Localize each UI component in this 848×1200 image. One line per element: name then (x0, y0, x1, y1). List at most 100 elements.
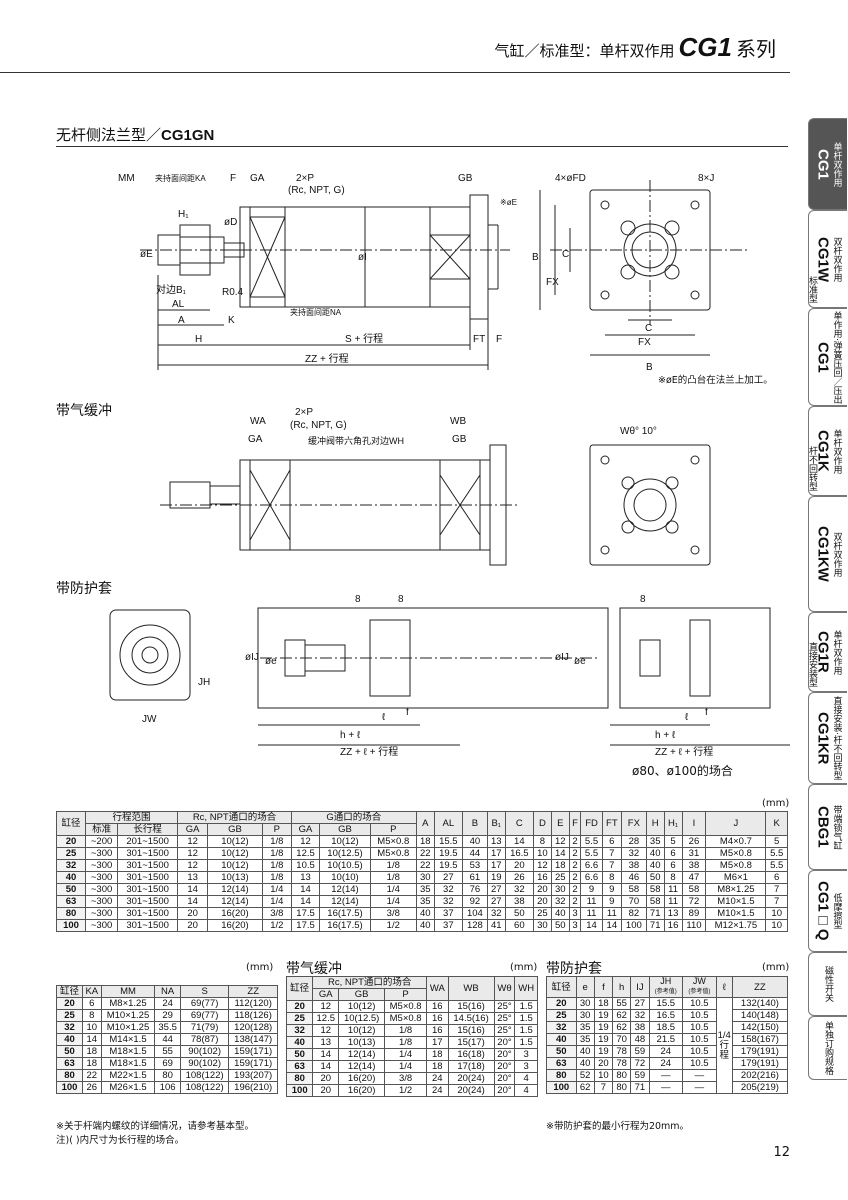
table-cell: M10×1.5 (705, 907, 767, 920)
table-cell: 9 (601, 895, 622, 908)
table-cell: 53 (461, 859, 488, 872)
dim-label: S + 行程 (345, 332, 383, 345)
table-cell: 2 (568, 835, 582, 848)
table-cell: 58 (681, 883, 707, 896)
col-header: K (765, 811, 788, 836)
table-cell: 7 (593, 1081, 614, 1094)
col-subheader: 标准 (84, 823, 119, 836)
dim-label: R0.4 (222, 287, 244, 298)
table-cell: 205(219) (731, 1081, 789, 1094)
table-cell: 20 (504, 859, 535, 872)
bore-cell: 63 (55, 1057, 84, 1070)
table-cell: 108(122) (179, 1081, 230, 1094)
col-header: G通口的场合 (290, 811, 417, 824)
table-cell: 4 (514, 1072, 538, 1085)
side-tab[interactable]: 磁性开关 (808, 952, 847, 1016)
table-cell: M10×1.25 (100, 1021, 156, 1034)
table-cell: 19 (486, 871, 506, 884)
bore-cell: 50 (285, 1048, 314, 1061)
table-cell: ~300 (84, 847, 119, 860)
col-header: JH(参考值) (648, 976, 684, 998)
table-cell: 128 (461, 919, 488, 932)
table-cell: 179(191) (731, 1057, 789, 1070)
drawing-boot: 8 8 øIJ øe JH JW ℓ f h + ℓ ZZ + ℓ + 行程 8… (109, 594, 790, 758)
dim-label: FT (473, 334, 485, 345)
table-cell: 59 (630, 1069, 650, 1082)
bore-cell: 32 (55, 1021, 84, 1034)
table-cell: 69(77) (179, 1009, 230, 1022)
table-cell: 62 (575, 1081, 595, 1094)
col-header: C (504, 811, 535, 836)
side-tab-label: 双杆双作用 (831, 236, 842, 282)
subsection-cushion-title: 带气缓冲 (56, 403, 112, 419)
table-cell: 35 (645, 835, 665, 848)
table-cell: 30 (415, 871, 435, 884)
table-cell: 10(12) (207, 859, 263, 872)
table-cell: 22 (415, 847, 435, 860)
table-cell: 5.5 (765, 859, 788, 872)
col-header: E (550, 811, 570, 836)
table-cell: 38 (681, 859, 707, 872)
table-cell: 18 (415, 835, 435, 848)
table-cell: 16(20) (207, 907, 263, 920)
boot-table-note: ※带防护套的最小行程为20mm。 (546, 1121, 690, 1132)
table-cell: 61 (461, 871, 488, 884)
bore-cell: 20 (55, 997, 84, 1010)
table-cell: 25° (493, 1000, 516, 1013)
table-cell: 1/2 (261, 919, 292, 932)
col-header: Rc, NPT通口的场合 (312, 976, 428, 989)
table-cell: M14×1.5 (100, 1033, 156, 1046)
side-tab-code: CG1KW (814, 526, 832, 582)
table-cell: 12 (550, 835, 570, 848)
table-cell: 10(12) (338, 1000, 386, 1013)
table-cell: 12(14) (338, 1060, 386, 1073)
table-cell: 60 (504, 919, 535, 932)
side-tab[interactable]: 单独订购规格 (808, 1016, 847, 1080)
side-tab-label: 单独订购规格 (823, 1021, 833, 1075)
table-cell: 38 (630, 1021, 650, 1034)
table-cell: 40 (645, 847, 665, 860)
table-cell: 1.5 (514, 1000, 538, 1013)
table-cell: 37 (433, 907, 463, 920)
table-cell: 82 (620, 907, 647, 920)
table-cell: 20 (533, 883, 552, 896)
table-cell: 3 (514, 1060, 538, 1073)
table-cell: 58 (645, 883, 665, 896)
table-cell: 10.5 (290, 859, 321, 872)
col-header: F (568, 811, 582, 836)
table-cell: 35 (575, 1033, 595, 1046)
table-cell: 12.5 (312, 1012, 340, 1025)
table-cell: 12(14) (319, 883, 371, 896)
table-cell: M10×1.5 (705, 895, 767, 908)
table-cell: 1/2 (384, 1084, 428, 1097)
table-cell: 40 (415, 907, 435, 920)
table-cell: 40 (550, 907, 570, 920)
side-tab-label: 单杆双作用 (831, 629, 842, 675)
table-cell: 1/4 (369, 895, 417, 908)
table-cell: 10.5 (682, 997, 717, 1010)
table-cell: 19 (593, 1033, 614, 1046)
table-cell: 13 (177, 871, 209, 884)
table-cell: 24 (648, 1057, 684, 1070)
table-cell: 17.5 (290, 919, 321, 932)
table-cell: 193(207) (228, 1069, 278, 1082)
col-header: 行程范围 (84, 811, 179, 824)
table-cell: 140(148) (731, 1009, 789, 1022)
bore-cell: 32 (546, 1021, 577, 1034)
table-cell: 17 (486, 859, 506, 872)
